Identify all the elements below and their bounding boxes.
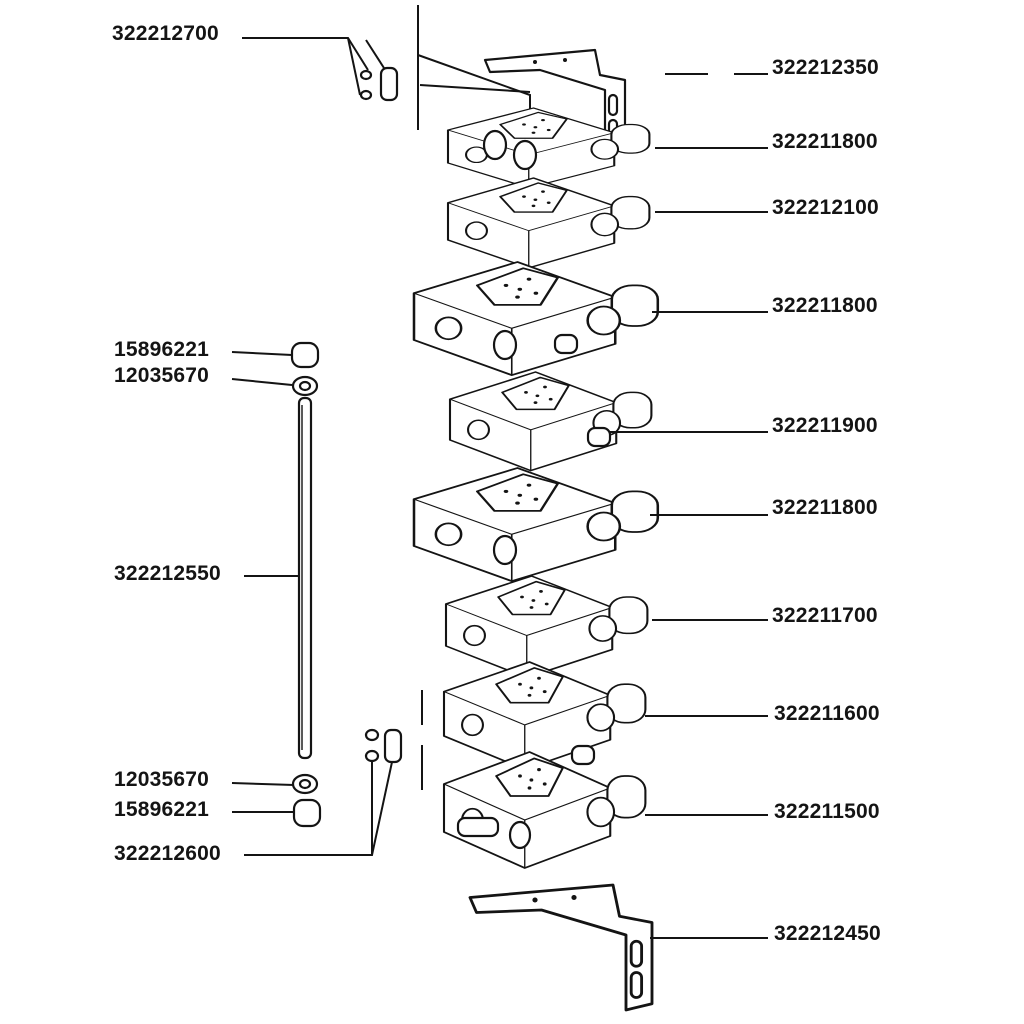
upper-nut-assembly: 15896221 12035670	[114, 338, 320, 397]
label-tie-rod: 322212550	[114, 562, 221, 585]
label-nut-top: 12035670	[114, 364, 209, 387]
label-washer-top: 15896221	[114, 338, 209, 361]
label-nut-bottom: 12035670	[114, 768, 209, 791]
tie-rod-part: 322212550	[114, 396, 313, 760]
top-bracket-part: 322212350	[483, 48, 879, 152]
label-valve-5: 322211800	[772, 496, 878, 519]
valve-section-5: 322211800	[412, 466, 878, 583]
label-bottom-screws: 322212600	[114, 842, 221, 865]
valve-section-8: 322211500	[442, 750, 880, 870]
label-valve-3: 322211800	[772, 294, 878, 317]
valve-section-4: 322211900	[448, 370, 878, 472]
valve-section-3: 322211800	[412, 260, 878, 377]
label-valve-4: 322211900	[772, 414, 878, 437]
bottom-bracket-part: 322212450	[468, 883, 881, 1012]
label-valve-8: 322211500	[774, 800, 880, 823]
lower-nut-assembly: 12035670 15896221	[114, 768, 322, 828]
label-washer-bottom: 15896221	[114, 798, 209, 821]
label-bottom-bracket: 322212450	[774, 922, 881, 945]
label-top-bracket: 322212350	[772, 56, 879, 79]
label-valve-6: 322211700	[772, 604, 878, 627]
valve-section-2: 322212100	[446, 176, 879, 269]
top-screws-part: 322212700	[112, 22, 399, 102]
bottom-screws-part: 322212600	[114, 728, 403, 865]
valve-section-1: 322211800	[446, 106, 878, 189]
label-valve-1: 322211800	[772, 130, 878, 153]
label-top-screws: 322212700	[112, 22, 219, 45]
label-valve-7: 322211600	[774, 702, 880, 725]
valve-section-6: 322211700	[444, 574, 878, 679]
valve-section-7: 322211600	[442, 660, 880, 771]
label-valve-2: 322212100	[772, 196, 879, 219]
